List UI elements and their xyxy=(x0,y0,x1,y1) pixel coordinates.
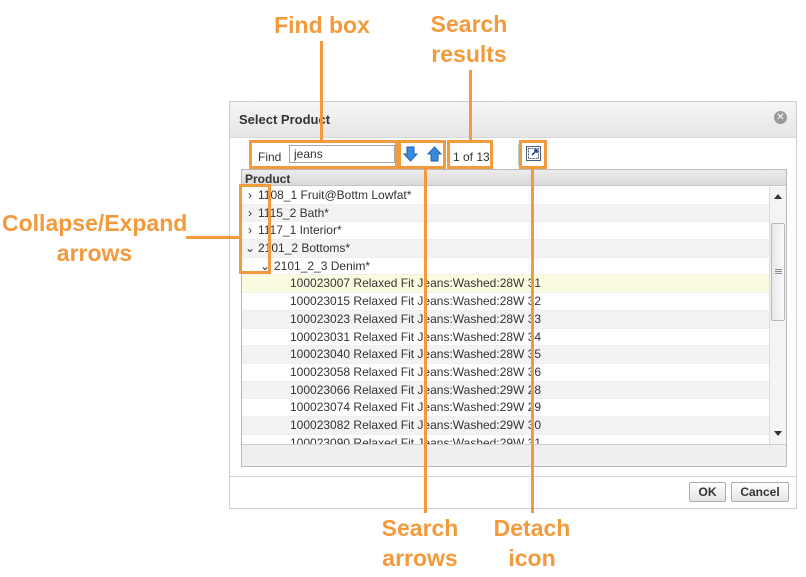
annotation-line xyxy=(424,169,427,513)
annotation-detach-icon: Detach icon xyxy=(493,515,571,571)
annotation-collapse-expand: Collapse/Expand arrows xyxy=(2,210,188,266)
row-label: 100023031 Relaxed Fit Jeans:Washed:28W 3… xyxy=(290,329,542,344)
category-row[interactable]: › 1115_2 Bath* xyxy=(242,204,769,223)
dialog-title: Select Product xyxy=(239,112,331,127)
product-table: Product › 1108_1 Fruit@Bottm Lowfat* › 1115… xyxy=(241,169,787,467)
row-label: 100023007 Relaxed Fit Jeans:Washed:28W 3… xyxy=(290,276,542,291)
annotation-search-arrows: Search arrows xyxy=(381,515,459,571)
category-row[interactable]: › 1108_1 Fruit@Bottm Lowfat* xyxy=(242,187,769,205)
product-row[interactable]: 100023015 Relaxed Fit Jeans:Washed:28W 3… xyxy=(242,293,769,311)
vertical-scrollbar[interactable] xyxy=(769,187,786,444)
row-label: 100023082 Relaxed Fit Jeans:Washed:29W 3… xyxy=(290,417,542,432)
product-tree: › 1108_1 Fruit@Bottm Lowfat* › 1115_2 Bath*… xyxy=(242,187,769,444)
select-product-dialog: Select Product ✕ Find 1 of 13 Product › 1… xyxy=(229,101,797,509)
annotation-line xyxy=(320,41,323,140)
row-label: 100023023 Relaxed Fit Jeans:Washed:28W 3… xyxy=(290,311,542,326)
annotation-line xyxy=(469,70,472,140)
annotation-box-results xyxy=(447,140,493,169)
annotation-find-box: Find box xyxy=(274,12,370,38)
product-row[interactable]: 100023040 Relaxed Fit Jeans:Washed:28W 3… xyxy=(242,346,769,364)
product-row[interactable]: 100023023 Relaxed Fit Jeans:Washed:28W 3… xyxy=(242,310,769,329)
column-header-label: Product xyxy=(245,172,291,186)
annotation-box-detach xyxy=(519,140,547,169)
find-input[interactable] xyxy=(289,145,395,163)
row-label: 100023090 Relaxed Fit Jeans:Washed:29W 3… xyxy=(290,435,542,444)
table-footer xyxy=(242,444,786,466)
find-toolbar: Find 1 of 13 xyxy=(230,140,796,168)
collapse-arrow-icon[interactable]: ⌄ xyxy=(245,241,256,256)
row-label: 2101_2 Bottoms* xyxy=(258,241,351,256)
product-row[interactable]: 100023066 Relaxed Fit Jeans:Washed:29W 2… xyxy=(242,381,769,400)
row-label: 100023058 Relaxed Fit Jeans:Washed:28W 3… xyxy=(290,364,542,379)
product-row[interactable]: 100023082 Relaxed Fit Jeans:Washed:29W 3… xyxy=(242,416,769,435)
dialog-divider xyxy=(230,476,796,477)
product-row[interactable]: 100023058 Relaxed Fit Jeans:Washed:28W 3… xyxy=(242,364,769,382)
annotation-line xyxy=(531,169,534,513)
dialog-header: Select Product ✕ xyxy=(230,102,796,138)
toolbar-divider xyxy=(518,144,519,166)
expand-arrow-icon[interactable]: › xyxy=(248,205,252,220)
category-row[interactable]: ⌄2101_2 Bottoms* xyxy=(242,240,769,258)
search-prev-arrow-icon[interactable] xyxy=(427,146,442,162)
annotation-box-search-arrows xyxy=(398,140,446,169)
close-icon[interactable]: ✕ xyxy=(774,111,787,124)
row-label: 1115_2 Bath* xyxy=(258,205,329,220)
annotation-box-arrows xyxy=(239,184,271,274)
collapse-arrow-icon[interactable]: ⌄ xyxy=(260,258,271,273)
row-label: 100023040 Relaxed Fit Jeans:Washed:28W 3… xyxy=(290,347,542,362)
expand-arrow-icon[interactable]: › xyxy=(248,223,252,238)
row-label: 100023066 Relaxed Fit Jeans:Washed:29W 2… xyxy=(290,382,542,397)
scroll-down-icon[interactable] xyxy=(774,431,782,436)
expand-arrow-icon[interactable]: › xyxy=(248,188,252,202)
product-row[interactable]: 100023074 Relaxed Fit Jeans:Washed:29W 2… xyxy=(242,399,769,417)
search-next-arrow-icon[interactable] xyxy=(403,146,418,162)
annotation-box-find xyxy=(249,140,398,169)
row-label: 1117_1 Interior* xyxy=(258,223,342,238)
row-label: 2101_2_3 Denim* xyxy=(274,258,371,273)
find-label: Find xyxy=(258,150,282,164)
ok-button[interactable]: OK xyxy=(689,482,726,502)
product-row[interactable]: 100023090 Relaxed Fit Jeans:Washed:29W 3… xyxy=(242,435,769,444)
category-row[interactable]: › 1117_1 Interior* xyxy=(242,222,769,241)
product-row[interactable]: 100023007 Relaxed Fit Jeans:Washed:28W 3… xyxy=(242,275,769,294)
search-results-count: 1 of 13 xyxy=(453,150,490,164)
category-row[interactable]: ⌄2101_2_3 Denim* xyxy=(242,258,769,276)
cancel-button[interactable]: Cancel xyxy=(731,482,789,502)
row-label: 100023074 Relaxed Fit Jeans:Washed:29W 2… xyxy=(290,400,542,415)
row-label: 1108_1 Fruit@Bottm Lowfat* xyxy=(258,188,412,202)
annotation-search-results: Search results xyxy=(430,11,508,67)
scroll-up-icon[interactable] xyxy=(774,194,782,199)
column-header-product[interactable]: Product xyxy=(242,170,786,186)
annotation-line xyxy=(186,236,239,239)
detach-icon[interactable] xyxy=(526,146,541,161)
scrollbar-thumb[interactable] xyxy=(771,223,785,321)
product-row[interactable]: 100023031 Relaxed Fit Jeans:Washed:28W 3… xyxy=(242,329,769,347)
row-label: 100023015 Relaxed Fit Jeans:Washed:28W 3… xyxy=(290,294,542,309)
